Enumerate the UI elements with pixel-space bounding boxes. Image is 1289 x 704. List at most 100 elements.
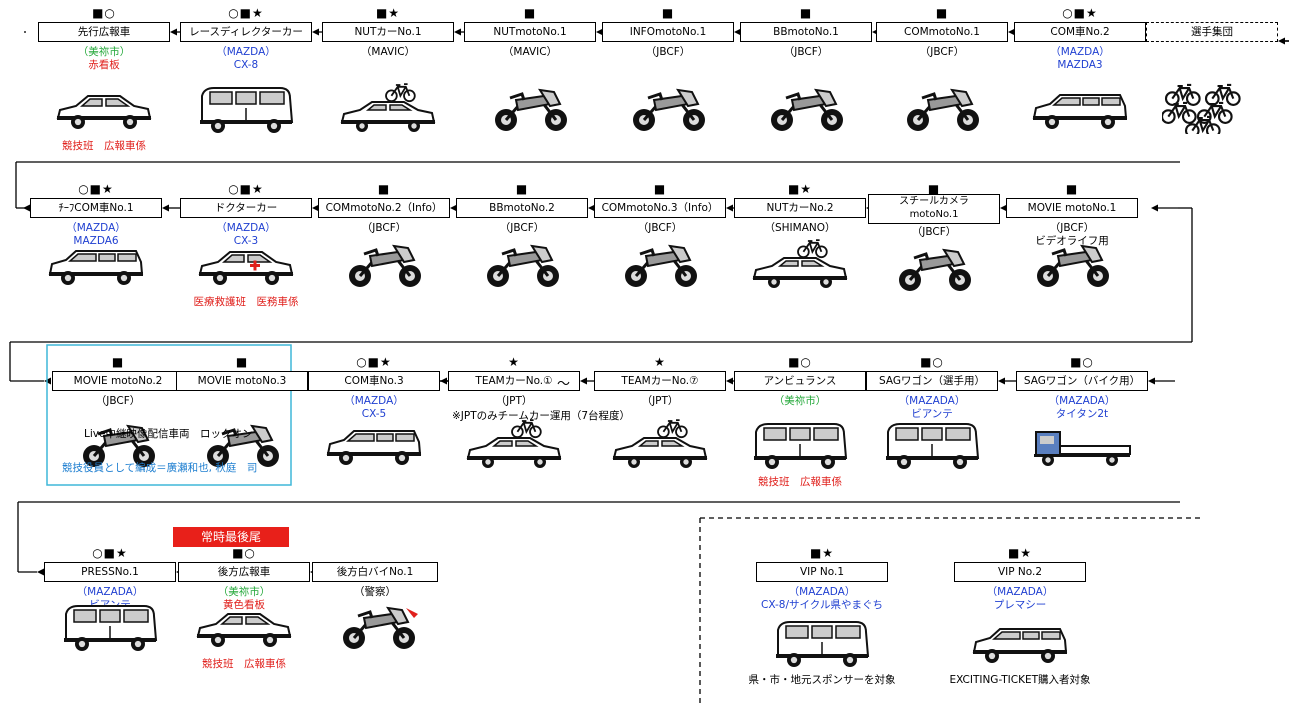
vehicle-label: BBmotoNo.1 — [740, 22, 872, 42]
sponsor-line: （JPT） — [495, 395, 533, 407]
role-marks: ■ — [661, 6, 675, 20]
sponsor-line: （美祢市） — [773, 395, 827, 407]
van-icon — [60, 600, 160, 652]
vehicle-label: COMmotoNo.1 — [876, 22, 1008, 42]
sponsor-line: （MAZDA） — [216, 222, 276, 234]
vehicle-label: TEAMカーNo.① — [448, 371, 580, 391]
vehicle-sponsor: （MAZDA）CX-5 — [288, 395, 460, 421]
always-last-badge: 常時最後尾 — [173, 527, 289, 547]
role-marks: ■★ — [809, 546, 835, 560]
moto-icon — [68, 418, 168, 470]
vehicle-label: TEAMカーNo.⑦ — [594, 371, 726, 391]
vehicle-sponsor: （美祢市） — [714, 395, 886, 408]
live-stream-note: Live中継映像配信車両 ロックオン — [84, 428, 253, 440]
vehicle-sponsor: （MAVIC） — [444, 46, 616, 59]
wagon-icon — [46, 238, 146, 290]
role-marks: ■ — [515, 182, 529, 196]
wagon-icon — [324, 418, 424, 470]
van-icon — [750, 418, 850, 470]
vehicle-label: COM車No.3 — [308, 371, 440, 391]
sponsor-line: （MAZDA） — [66, 222, 126, 234]
moto-icon — [480, 82, 580, 134]
vehicle-sponsor: （MAVIC） — [302, 46, 474, 59]
sponsor-line: CX-8/サイクル県やまぐち — [761, 599, 883, 611]
vehicle-label: ドクターカー — [180, 198, 312, 218]
team-car-note: ※JPTのみチームカー運用（7台程度） — [452, 410, 631, 422]
role-marks: ■★ — [1007, 546, 1033, 560]
vehicle-sponsor: （MAZDA）CX-8 — [160, 46, 332, 72]
vehicle-label: ﾁｰﾌCOM車No.1 — [30, 198, 162, 218]
vehicle-sponsor: （MAZDA）MAZDA6 — [10, 222, 182, 248]
van-icon — [772, 616, 872, 668]
vehicle-sponsor: （JBCF） — [720, 46, 892, 59]
sponsor-line: （JBCF） — [645, 46, 691, 58]
sponsor-line: （MAZADA） — [986, 586, 1054, 598]
sponsor-line: （MAZDA） — [1050, 46, 1110, 58]
role-marks: ■ — [799, 6, 813, 20]
vehicle-sponsor: （JBCF） — [436, 222, 608, 235]
sponsor-line: （美祢市） — [217, 586, 271, 598]
sedan-icon — [194, 600, 294, 652]
vehicle-sponsor: （MAZADA）プレマシー — [934, 586, 1106, 612]
moto-icon — [892, 82, 992, 134]
sponsor-line: （JBCF） — [919, 46, 965, 58]
moto-icon — [884, 242, 984, 294]
sponsor-line: （JBCF） — [783, 46, 829, 58]
role-marks: ■ — [235, 355, 249, 369]
car-bike-icon — [750, 238, 850, 290]
role-marks: ○■★ — [228, 182, 264, 196]
role-marks: ■ — [935, 6, 949, 20]
vehicle-sponsor: （JBCF） — [574, 222, 746, 235]
sedan-icon — [54, 82, 154, 134]
role-marks: ○■★ — [92, 546, 128, 560]
sponsor-line: （JPT） — [641, 395, 679, 407]
sponsor-line: （MAVIC） — [360, 46, 416, 58]
car-bike-icon — [464, 418, 564, 470]
moto-icon — [472, 238, 572, 290]
sponsor-line: （SHIMANO） — [764, 222, 836, 234]
vehicle-label: VIP No.1 — [756, 562, 888, 582]
police-moto-icon — [328, 600, 428, 652]
vehicle-sponsor: （MAZADA）タイタン2t — [996, 395, 1168, 421]
moto-icon — [192, 418, 292, 470]
vehicle-sponsor: （MAZADA）ビアンテ — [846, 395, 1018, 421]
role-marks: ■ — [523, 6, 537, 20]
sponsor-line: MAZDA6 — [73, 235, 119, 247]
vehicle-label: INFOmotoNo.1 — [602, 22, 734, 42]
vehicle-sponsor: （JBCF） — [856, 46, 1028, 59]
role-marks: ■★ — [375, 6, 401, 20]
role-marks: ★ — [508, 355, 520, 369]
sponsor-line: タイタン2t — [1055, 408, 1109, 420]
van-icon — [196, 82, 296, 134]
sponsor-line: CX-5 — [361, 408, 387, 420]
vehicle-label: スチールカメラ motoNo.1 — [868, 194, 1000, 224]
moto-icon — [618, 82, 718, 134]
role-marks: ■★ — [787, 182, 813, 196]
vehicle-sponsor: （MAZADA）CX-8/サイクル県やまぐち — [736, 586, 908, 612]
role-marks: ■○ — [1070, 355, 1094, 369]
sponsor-line: （MAZADA） — [898, 395, 966, 407]
vehicle-label: レースディレクターカー — [180, 22, 312, 42]
sponsor-line: プレマシー — [993, 599, 1047, 611]
role-marks: ○■★ — [228, 6, 264, 20]
moto-icon — [610, 238, 710, 290]
vehicle-sponsor: （JBCF） — [582, 46, 754, 59]
vehicle-label: 後方広報車 — [178, 562, 310, 582]
vehicle-label: COMmotoNo.2（Info） — [318, 198, 450, 218]
role-caption: EXCITING-TICKET購入者対象 — [949, 674, 1091, 686]
vehicle-sponsor: （JPT） — [428, 395, 600, 408]
vehicle-label: MOVIE motoNo.2 — [52, 371, 184, 391]
vehicle-label: NUTカーNo.1 — [322, 22, 454, 42]
wagon-icon — [970, 616, 1070, 668]
sponsor-line: （美祢市） — [77, 46, 131, 58]
vehicle-label: アンビュランス — [734, 371, 866, 391]
vehicle-label: MOVIE motoNo.3 — [176, 371, 308, 391]
vehicle-sponsor: （MAZDA）CX-3 — [160, 222, 332, 248]
vehicle-label: NUTmotoNo.1 — [464, 22, 596, 42]
vehicle-label: MOVIE motoNo.1 — [1006, 198, 1138, 218]
sponsor-line: （MAZDA） — [344, 395, 404, 407]
role-marks: ■ — [653, 182, 667, 196]
sponsor-line: 黄色看板 — [223, 599, 265, 611]
